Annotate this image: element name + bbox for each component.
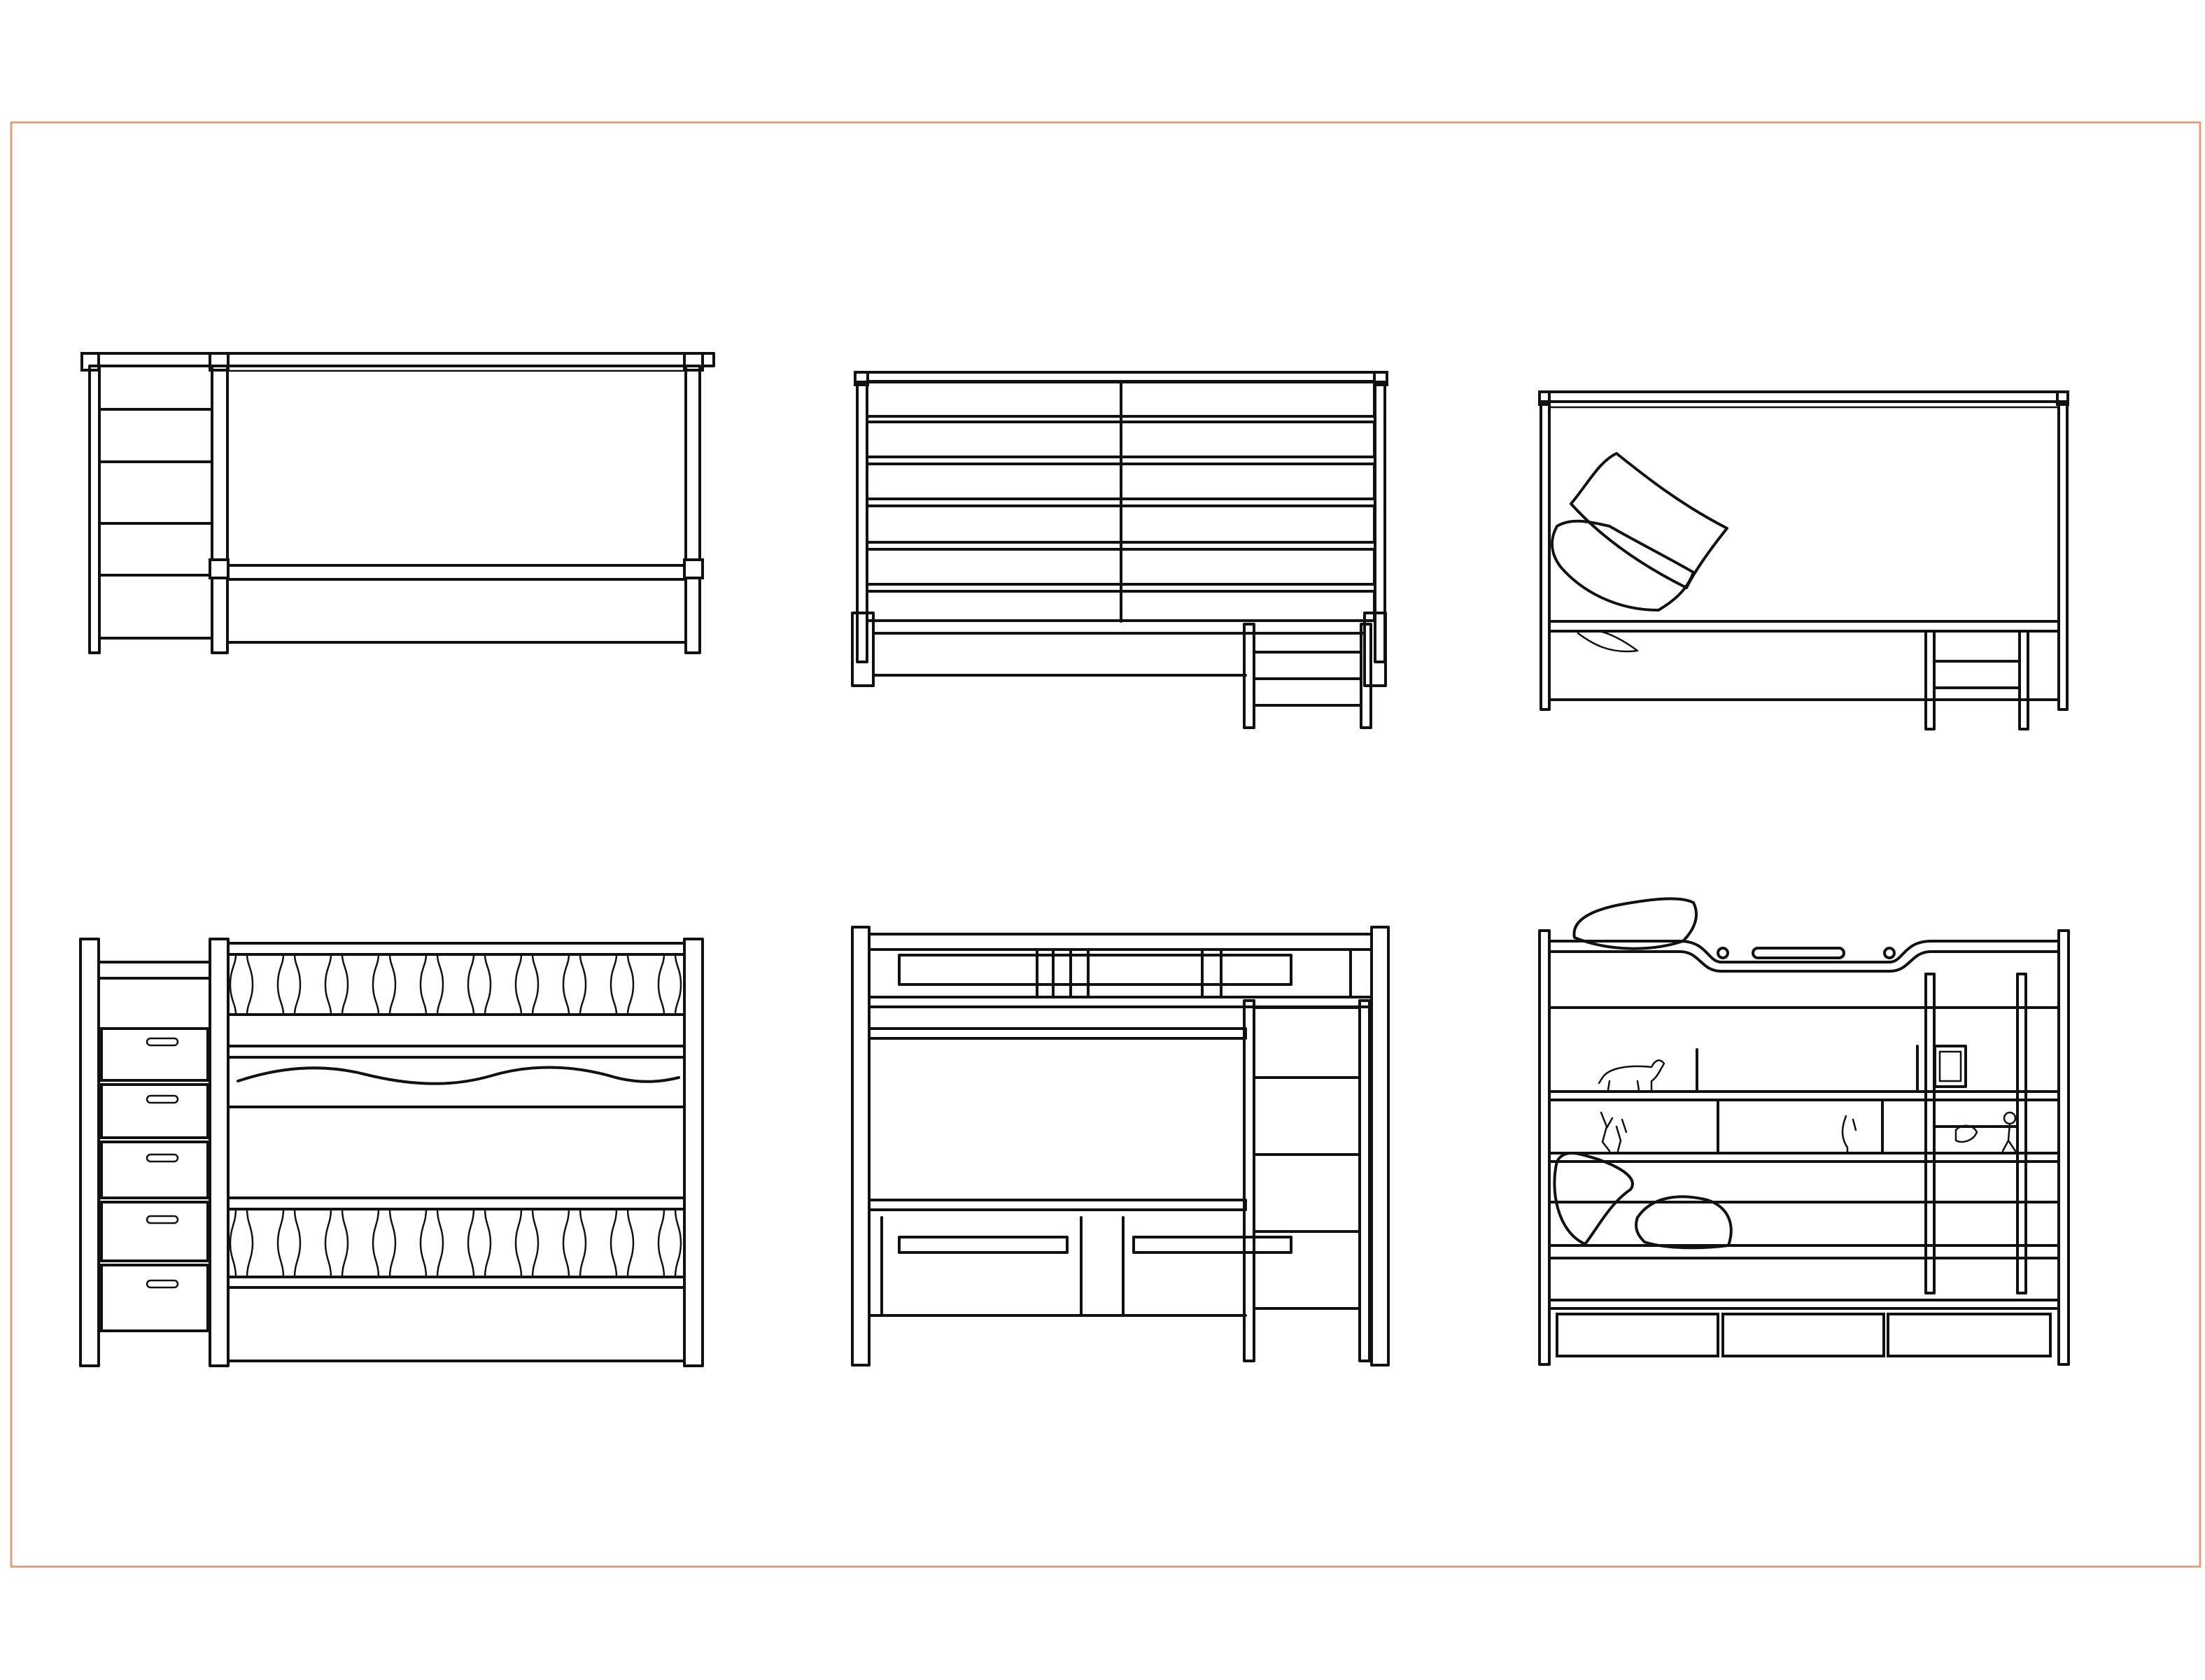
figurine-icon [1600, 1111, 2017, 1155]
baluster [372, 953, 397, 1016]
pillow-icon [1551, 452, 1728, 653]
toy-horse-icon [1598, 1059, 1665, 1092]
baluster [324, 953, 349, 1016]
baluster [610, 953, 635, 1016]
picture-frame-icon [1933, 1045, 1967, 1088]
baluster-rail-lower [229, 1208, 682, 1278]
baluster [419, 1208, 444, 1278]
baluster [514, 953, 540, 1016]
baluster [657, 953, 682, 1016]
baluster [276, 1208, 302, 1278]
baluster [610, 1208, 635, 1278]
baluster-rail-upper [229, 953, 682, 1016]
bed-elevation-3 [1538, 390, 2069, 730]
bed-elevation-2 [851, 371, 1388, 729]
baluster [419, 953, 444, 1016]
bed-elevation-1 [80, 352, 715, 654]
baluster [657, 1208, 682, 1278]
baluster [324, 1208, 349, 1278]
baluster [467, 953, 492, 1016]
sheet-border [10, 121, 2202, 1568]
baluster [562, 953, 587, 1016]
bunk-elevation-4 [79, 938, 704, 1367]
baluster [229, 953, 254, 1016]
baluster [514, 1208, 540, 1278]
baluster [229, 1208, 254, 1278]
baluster [372, 1208, 397, 1278]
baluster [276, 953, 302, 1016]
bunk-elevation-5 [851, 926, 1390, 1367]
baluster [562, 1208, 587, 1278]
drawer-handle-icon [146, 1037, 179, 1289]
baluster [467, 1208, 492, 1278]
bunk-elevation-6 [1538, 897, 2070, 1366]
